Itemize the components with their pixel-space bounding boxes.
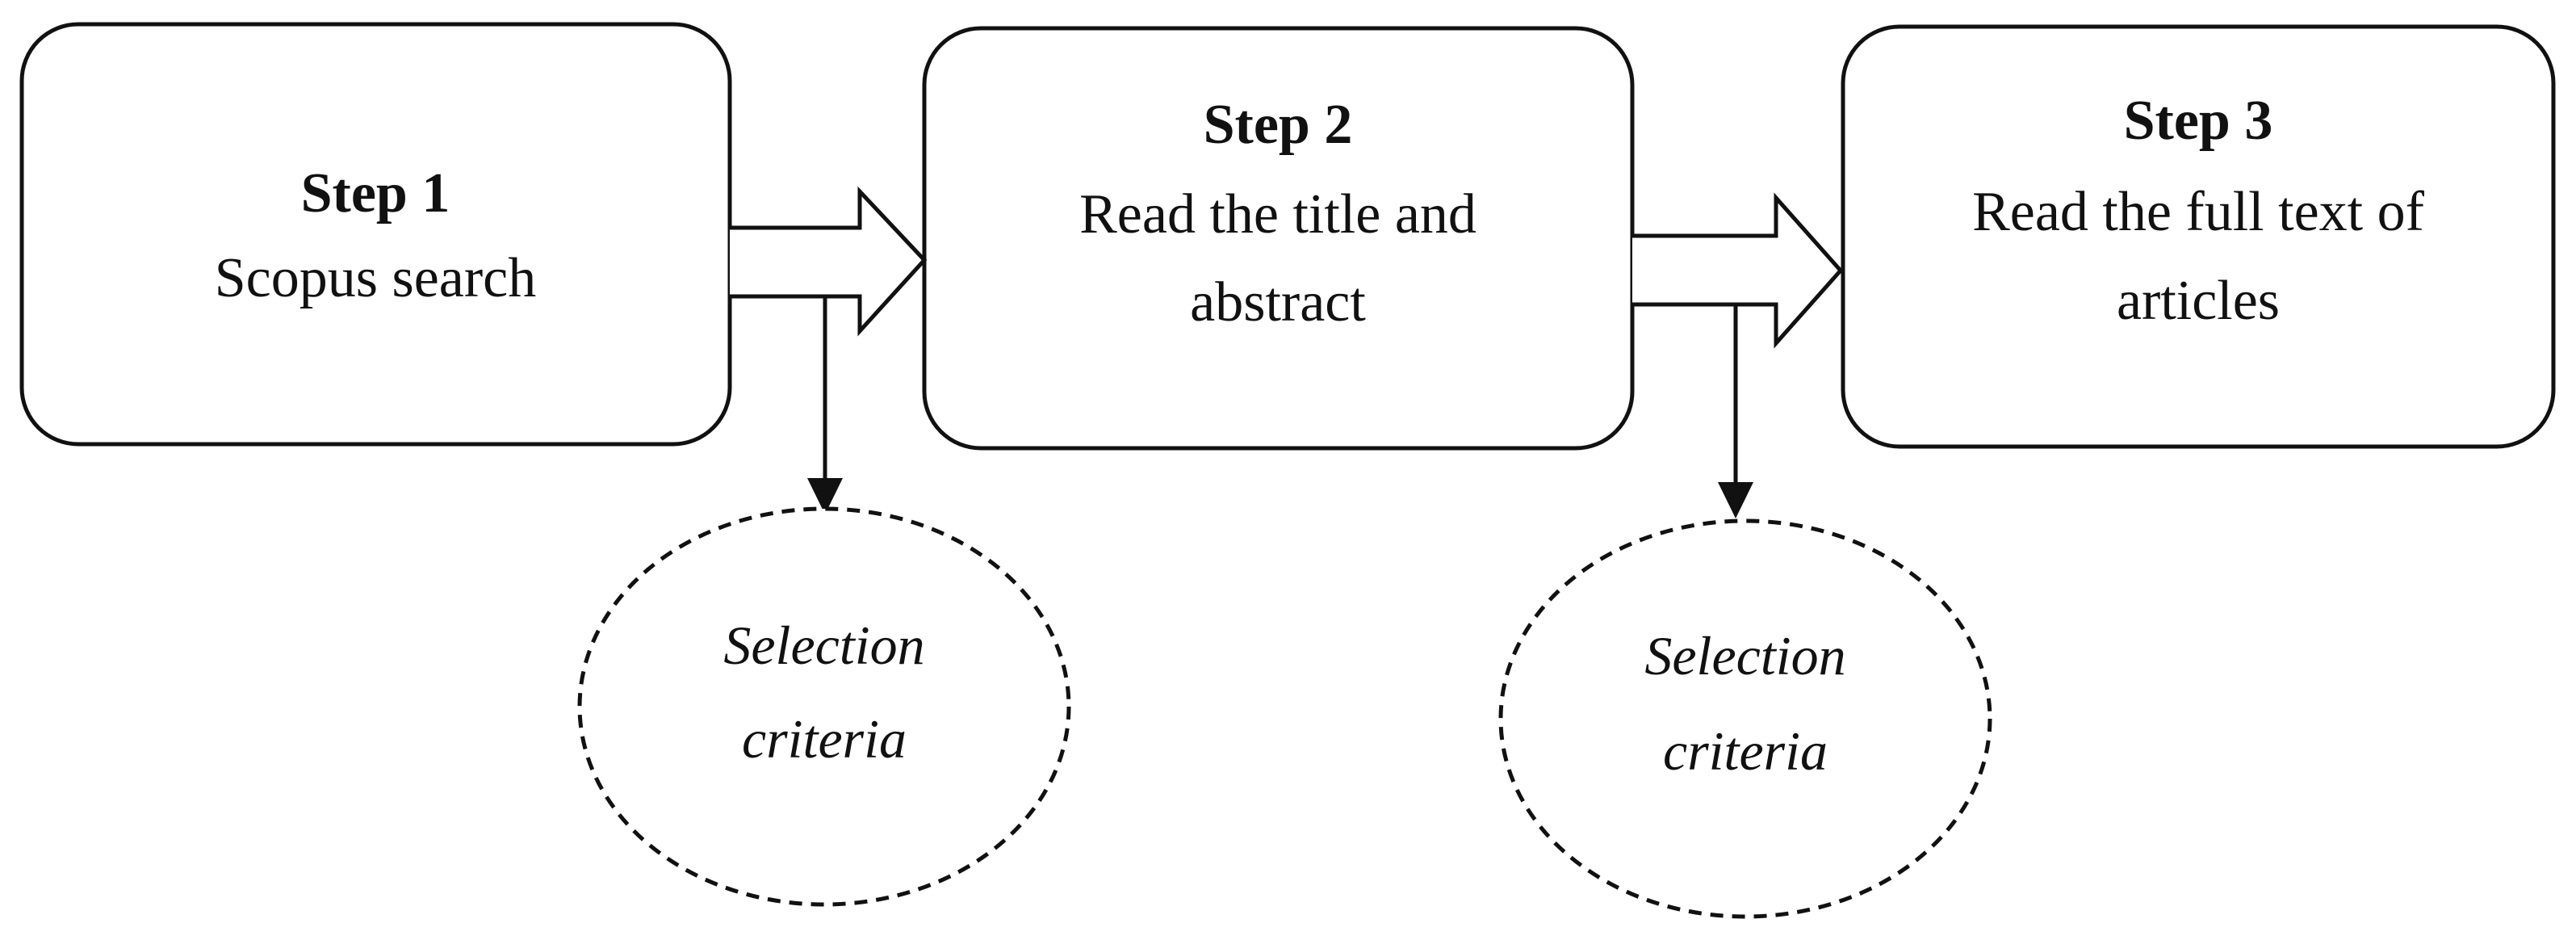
step-2-box: Step 2 Read the title and abstract [922,26,1635,451]
arrow-step2-to-step3 [1632,192,1844,349]
step-3-description-line-1: Read the full text of [1972,181,2425,243]
step-3-title: Step 3 [2124,90,2273,152]
step-2-description-line-1: Read the title and [1079,183,1476,245]
selection-criteria-2: Selection criteria [1498,518,1992,919]
arrow-to-criteria-2 [1718,304,1753,518]
step-3-box: Step 3 Read the full text of articles [1841,24,2556,449]
criteria-1-line-2: criteria [742,708,907,770]
arrow-step1-to-step2 [730,186,928,337]
arrow-to-criteria-1 [807,296,843,514]
criteria-2-line-1: Selection [1644,625,1845,686]
step-2-description-line-2: abstract [1190,271,1366,334]
step-1-box: Step 1 Scopus search [19,22,732,447]
step-2-title: Step 2 [1204,94,1353,156]
criteria-1-line-1: Selection [723,615,924,676]
step-3-description-line-2: articles [2117,270,2280,332]
criteria-2-line-2: criteria [1663,720,1828,782]
step-1-title: Step 1 [301,162,450,225]
step-1-description: Scopus search [215,247,537,309]
selection-criteria-1: Selection criteria [577,506,1071,907]
